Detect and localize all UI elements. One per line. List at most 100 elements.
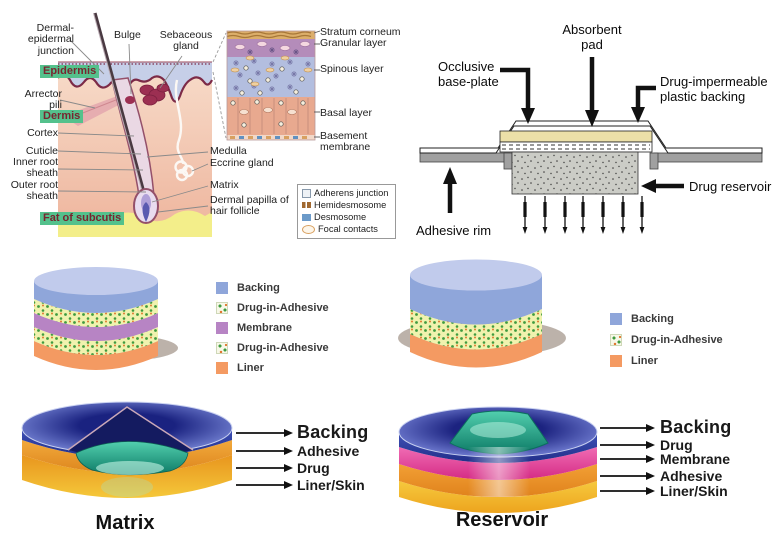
- matrix-layer-drug: Drug: [297, 460, 330, 476]
- legend-row: Liner: [610, 355, 723, 367]
- label-fat-of-subcutis: Fat of subcutis: [40, 212, 125, 225]
- drug-reservoir-shape: [511, 151, 639, 195]
- legend-row: Membrane: [216, 322, 329, 334]
- legend-label: Backing: [237, 282, 280, 294]
- legend-row: Drug-in-Adhesive: [216, 342, 329, 354]
- legend-label: Drug-in-Adhesive: [631, 334, 723, 346]
- legend-label: Liner: [237, 362, 264, 374]
- legend-label: Adherens junction: [314, 188, 389, 198]
- label-absorbent-pad: Absorbent pad: [562, 22, 622, 53]
- legend-row: Desmosome: [302, 212, 391, 222]
- hair-shaft: [93, 12, 148, 201]
- eccrine-gland-shape: [174, 79, 195, 182]
- legend-label: Backing: [631, 313, 674, 325]
- legend-label: Membrane: [237, 322, 293, 334]
- liner-swatch: [216, 362, 228, 374]
- reservoir-title: Reservoir: [455, 509, 549, 531]
- dermal-papilla-shape: [142, 202, 150, 222]
- legend-row: Drug-in-Adhesive: [216, 302, 329, 314]
- hemidesmosome-icon: [302, 202, 311, 208]
- matrix-title: Matrix: [95, 512, 155, 534]
- label-sebaceous-gland: Sebaceous gland: [159, 29, 213, 53]
- drug-in-adhesive-swatch: [610, 334, 622, 346]
- backing-swatch: [216, 282, 228, 294]
- membrane-swatch: [216, 322, 228, 334]
- adhesive-rim-left: [419, 152, 511, 163]
- skin-illustration: [57, 12, 227, 237]
- matrix-layer-adhesive: Adhesive: [297, 443, 360, 459]
- adherens-junction-icon: [302, 188, 311, 198]
- reservoir-layer-arrows: [600, 424, 655, 495]
- legend-label: Drug-in-Adhesive: [237, 342, 329, 354]
- reservoir-disc: [398, 406, 655, 513]
- legend-label: Focal contacts: [318, 224, 378, 234]
- label-basal-layer: Basal layer: [320, 107, 372, 119]
- label-drug-reservoir: Drug reservoir: [689, 179, 772, 194]
- label-dermal-papilla: Dermal papilla of hair follicle: [210, 194, 289, 218]
- reservoir-layer-membrane: Membrane: [660, 451, 731, 467]
- legend-label: Desmosome: [314, 212, 367, 222]
- reservoir-layer-adhesive: Adhesive: [660, 468, 723, 484]
- skin-leader-lines: [57, 39, 209, 213]
- legend-row: Focal contacts: [302, 224, 391, 234]
- legend-row: Liner: [216, 362, 329, 374]
- label-stratum-corneum: Stratum corneum: [320, 26, 401, 38]
- patch-illustration: [419, 57, 763, 234]
- liner-swatch: [610, 355, 622, 367]
- label-drug-impermeable-backing: Drug-impermeable plastic backing: [660, 74, 768, 105]
- legend-row: Adherens junction: [302, 188, 391, 198]
- label-arrector-pili: Arrector pili: [24, 88, 62, 112]
- label-adhesive-rim: Adhesive rim: [416, 223, 492, 238]
- patch-callout-arrows: [443, 57, 684, 213]
- inset-connector-lines: [212, 32, 227, 139]
- sebaceous-gland-shape: [139, 83, 170, 106]
- label-basement-membrane: Basement membrane: [320, 130, 371, 154]
- epidermis-inset: [226, 30, 321, 141]
- label-dermis: Dermis: [40, 110, 84, 123]
- label-spinous-layer: Spinous layer: [320, 63, 384, 75]
- matrix-layer-liner-skin: Liner/Skin: [297, 477, 365, 493]
- desmosome-icon: [302, 213, 311, 221]
- legend-label: Drug-in-Adhesive: [237, 302, 329, 314]
- legend-row: Backing: [610, 313, 723, 325]
- drug-in-adhesive-swatch: [216, 302, 228, 314]
- label-dermal-epidermal-junction: Dermal- epidermal junction: [27, 22, 74, 57]
- legend-label: Liner: [631, 355, 658, 367]
- reservoir-layer-backing: Backing: [660, 417, 732, 437]
- bulge-shape: [125, 96, 135, 104]
- matrix-layer-backing: Backing: [297, 422, 369, 442]
- inset-brackets: [313, 30, 321, 138]
- label-occlusive-base-plate: Occlusive base-plate: [438, 59, 499, 90]
- drug-in-adhesive-swatch: [216, 342, 228, 354]
- drug-release-arrows: [522, 196, 645, 234]
- legend-label: Hemidesmosome: [314, 200, 387, 210]
- legend-row: Drug-in-Adhesive: [610, 334, 723, 346]
- label-granular-layer: Granular layer: [320, 37, 387, 49]
- reservoir-cylinder: [398, 259, 566, 368]
- matrix-layer-arrows: [236, 429, 293, 489]
- reservoir-layer-liner-skin: Liner/Skin: [660, 483, 728, 499]
- matrix-cylinder-legend: Backing Drug-in-Adhesive Membrane Drug-i…: [216, 282, 329, 382]
- absorbent-pad-shape: [499, 130, 653, 143]
- label-matrix: Matrix: [210, 179, 239, 191]
- legend-row: Backing: [216, 282, 329, 294]
- label-bulge: Bulge: [114, 29, 141, 41]
- plastic-backing-shape: [419, 120, 763, 154]
- legend-row: Hemidesmosome: [302, 200, 391, 210]
- reservoir-cylinder-legend: Backing Drug-in-Adhesive Liner: [610, 313, 723, 375]
- matrix-cylinder: [34, 267, 178, 370]
- label-outer-root-sheath: Outer root sheath: [10, 179, 58, 203]
- junction-legend: Adherens junction Hemidesmosome Desmosom…: [297, 184, 396, 239]
- adhesive-rim-right: [653, 152, 763, 163]
- matrix-disc: [21, 401, 293, 498]
- label-medulla: Medulla: [210, 145, 247, 157]
- label-eccrine-gland: Eccrine gland: [210, 157, 274, 169]
- focal-contacts-icon: [302, 224, 315, 234]
- label-inner-root-sheath: Inner root sheath: [13, 156, 58, 180]
- reservoir-layer-drug: Drug: [660, 437, 693, 453]
- label-cuticle: Cuticle: [25, 145, 58, 157]
- label-cortex: Cortex: [27, 127, 58, 139]
- label-epidermis: Epidermis: [40, 65, 100, 78]
